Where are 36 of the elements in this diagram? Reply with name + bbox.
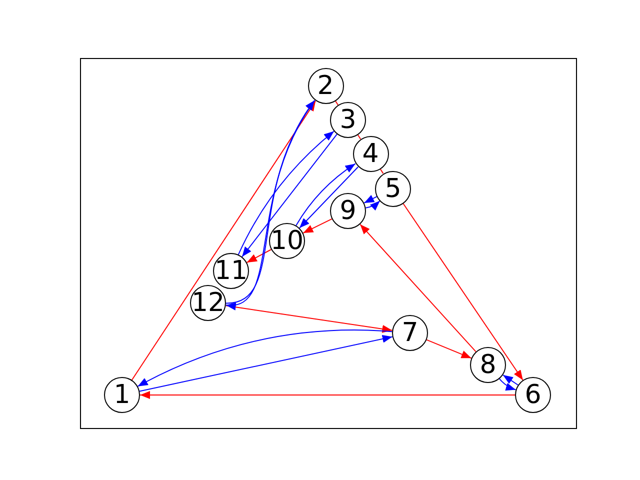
node-label: 8 <box>480 352 496 378</box>
node-label: 11 <box>214 258 248 284</box>
node-circle <box>330 193 366 229</box>
node-label: 9 <box>340 198 356 224</box>
node-circle <box>190 285 226 321</box>
node-circle <box>375 170 411 206</box>
arrow <box>402 202 524 381</box>
arrow <box>364 194 378 204</box>
arrow <box>140 391 516 399</box>
node-label: 6 <box>524 382 542 408</box>
node-circle <box>392 315 428 351</box>
node-circle <box>269 223 305 259</box>
node-label: 3 <box>340 107 356 133</box>
node-circle <box>308 68 344 104</box>
arrow <box>426 339 472 359</box>
arrow <box>302 218 332 234</box>
node-label: 4 <box>362 141 379 167</box>
node-circle <box>515 377 551 413</box>
node-circle <box>104 377 140 413</box>
node-label: 10 <box>270 228 304 254</box>
arrow <box>225 305 393 333</box>
node-label: 2 <box>317 73 334 99</box>
arrow <box>502 374 519 386</box>
node-label: 12 <box>191 290 225 316</box>
curved-arrow <box>365 200 380 210</box>
node-circle <box>330 102 366 138</box>
node-circle <box>470 347 506 383</box>
arrow <box>246 249 272 263</box>
node-circle <box>352 136 388 172</box>
node-circle <box>213 253 249 289</box>
arrow <box>131 100 316 380</box>
arrow <box>360 224 476 352</box>
node-label: 1 <box>114 382 130 408</box>
node-label: 5 <box>384 176 402 202</box>
node-label: 7 <box>402 320 418 346</box>
curved-arrow <box>498 378 516 390</box>
